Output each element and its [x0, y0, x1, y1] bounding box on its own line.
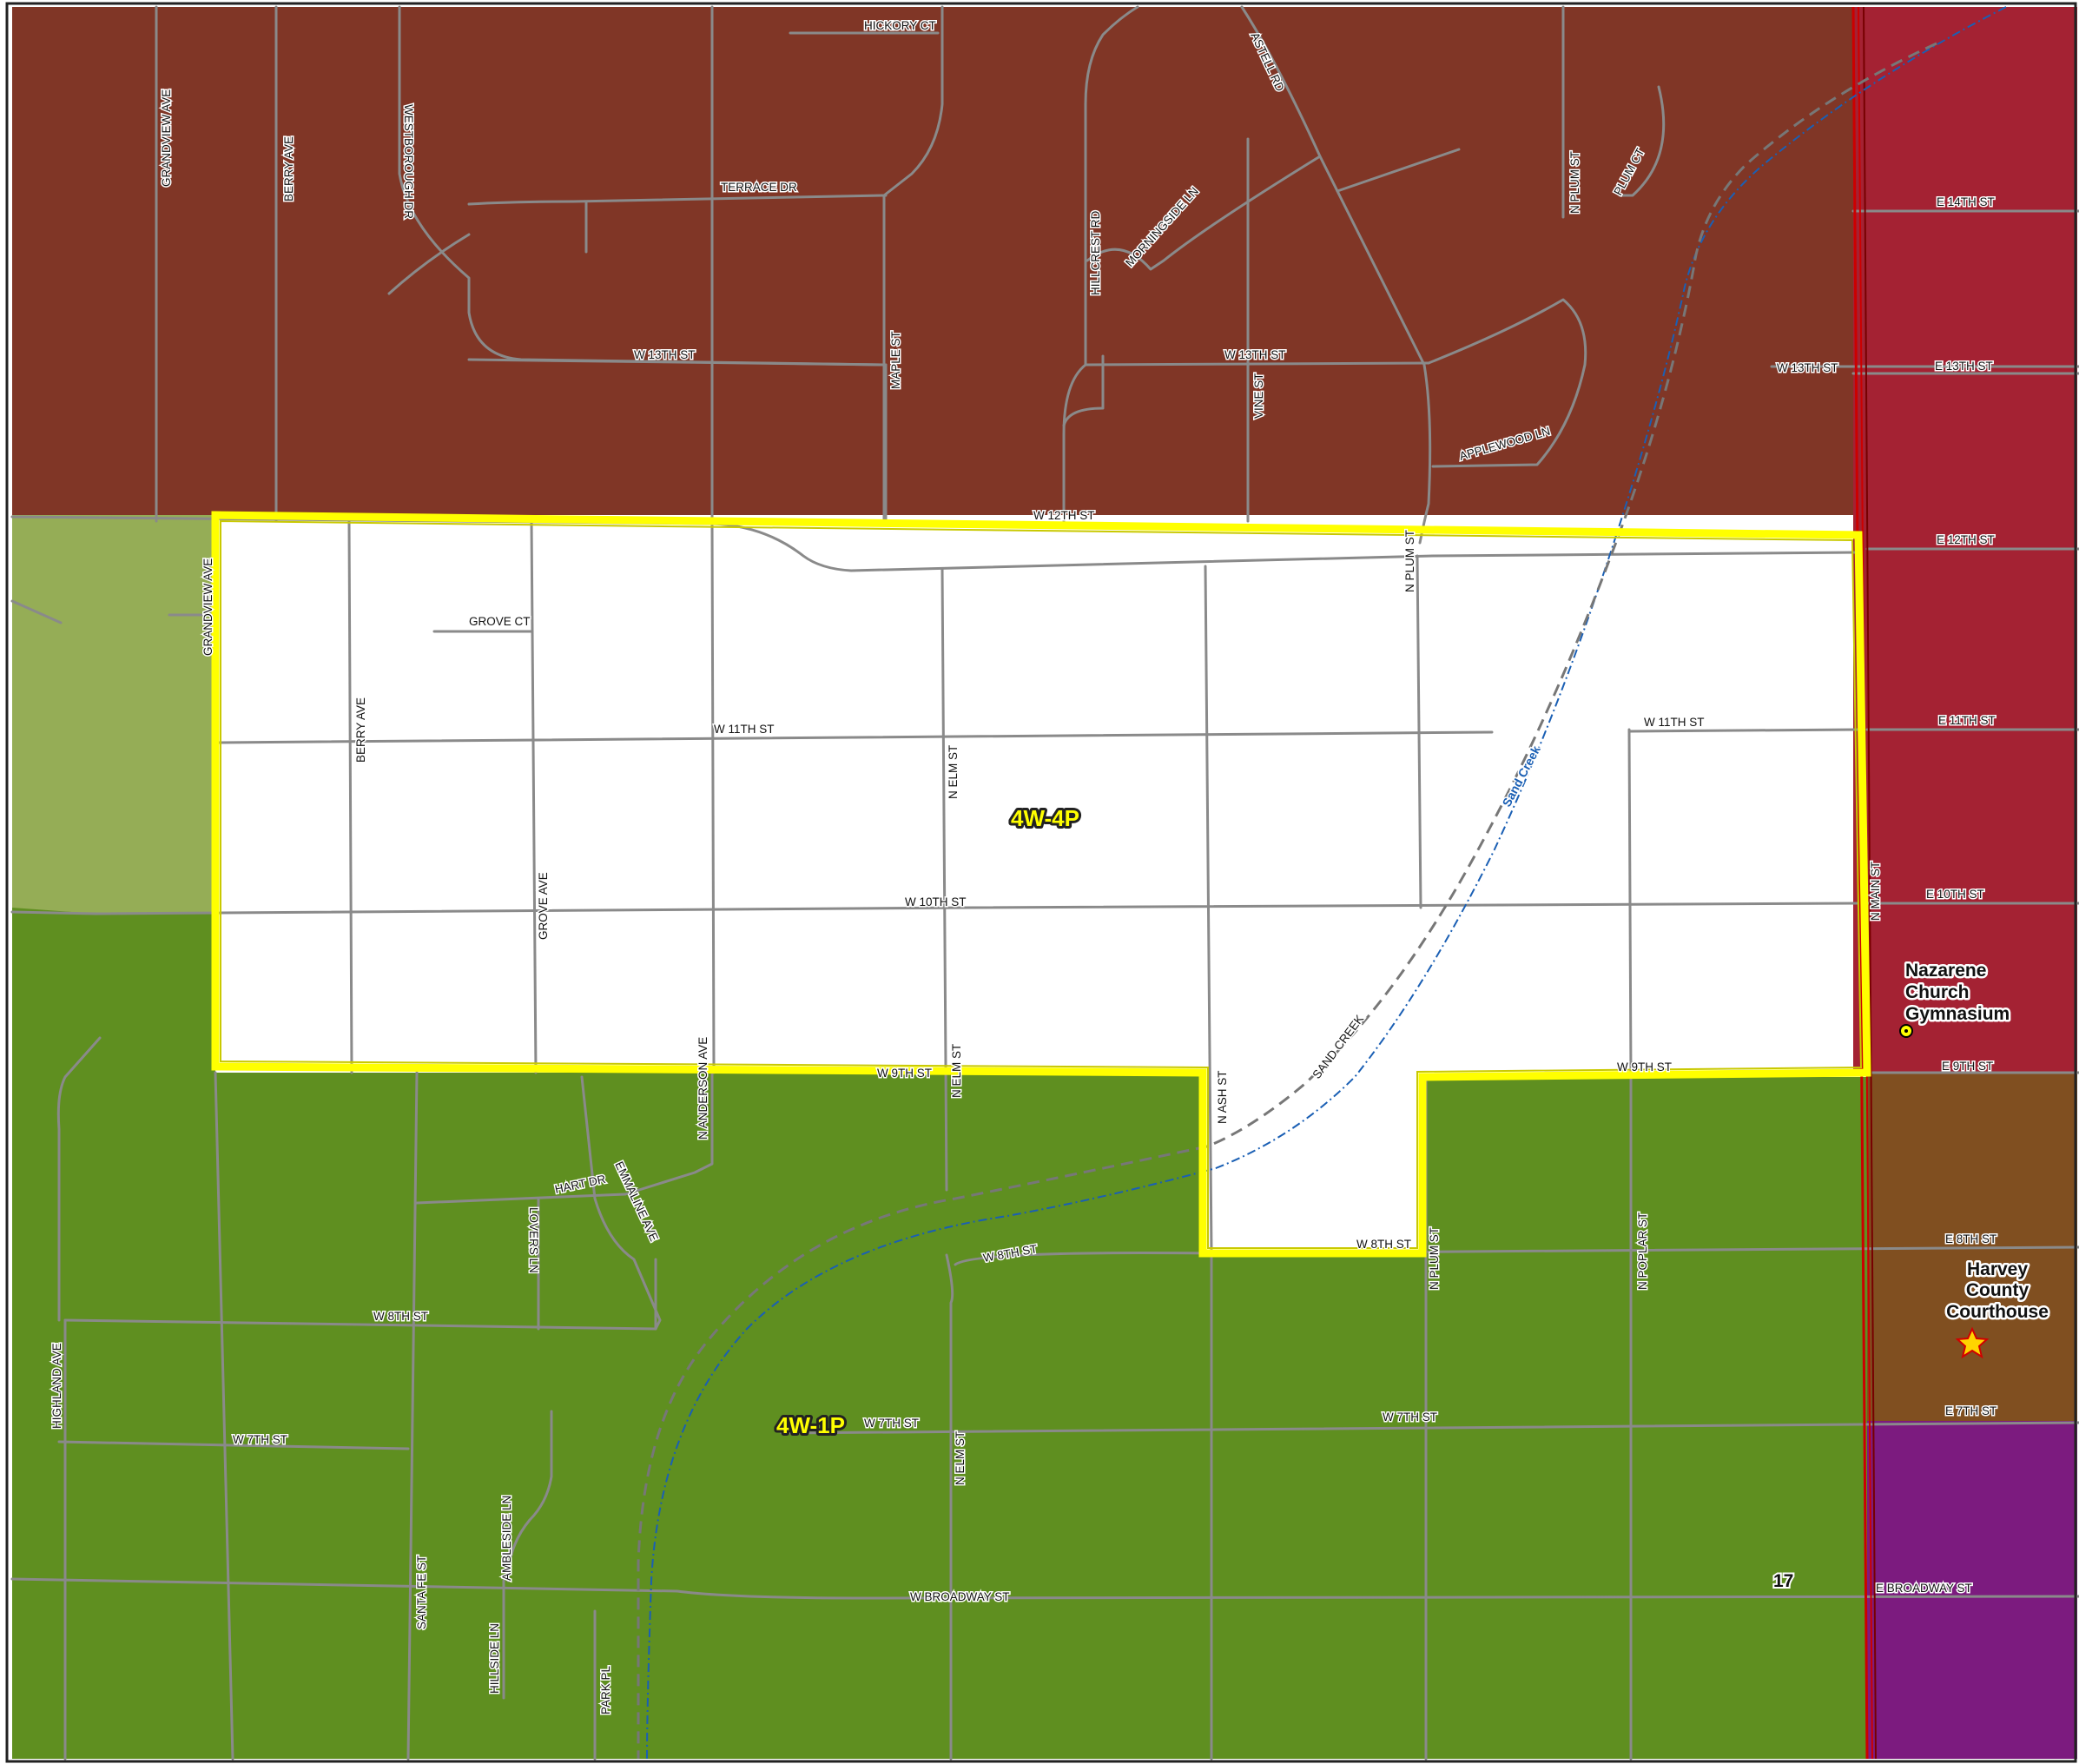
label-ambleside-ln: AMBLESIDE LN	[500, 1496, 513, 1581]
label-berry-ave: BERRY AVE	[354, 697, 367, 763]
label-w-7th-st-a: W 7TH ST	[233, 1433, 287, 1446]
label-w-7th-st-c: W 7TH ST	[1383, 1411, 1437, 1424]
sand-creek	[637, 6, 2007, 1760]
poi-courthouse-label-line3: Courthouse	[1946, 1302, 2049, 1322]
label-grandview-ave: GRANDVIEW AVE	[201, 558, 214, 656]
zone-east-purple	[1867, 1421, 2077, 1759]
poi-nazarene-church[interactable]: Nazarene Church Gymnasium	[1899, 959, 2012, 1038]
label-n-elm-st-a: N ELM ST	[947, 745, 960, 799]
label-highland-ave: HIGHLAND AVE	[50, 1343, 63, 1429]
label-grove-ave: GROVE AVE	[537, 872, 550, 940]
label-n-ash-st: N ASH ST	[1216, 1070, 1229, 1124]
label-e-10th-st: E 10TH ST	[1926, 888, 1984, 901]
label-n-main-st: N MAIN ST	[1869, 862, 1882, 921]
zone-east-red	[1853, 7, 2077, 1074]
label-w-8th-st-a: W 8TH ST	[1356, 1238, 1411, 1251]
label-e-14th-st: E 14TH ST	[1937, 195, 1995, 208]
label-e-12th-st: E 12TH ST	[1937, 533, 1995, 546]
precinct-label-4w-1p: 4W-1P	[776, 1412, 845, 1438]
label-n-plum-st-12: N PLUM ST	[1403, 530, 1416, 592]
label-hickory-ct: HICKORY CT	[864, 19, 936, 32]
label-grandview-ave-n: GRANDVIEW AVE	[160, 89, 173, 187]
section-number: 17	[1773, 1571, 1793, 1591]
label-n-plum-st-north: N PLUM ST	[1568, 151, 1581, 214]
label-santa-fe-st: SANTA FE ST	[415, 1556, 428, 1629]
poi-church-label-line3: Gymnasium	[1905, 1004, 2010, 1024]
label-n-poplar-st: N POPLAR ST	[1636, 1212, 1649, 1290]
label-w-12th-st: W 12TH ST	[1033, 509, 1095, 522]
circle-dot-icon	[1899, 1024, 1913, 1038]
label-park-pl: PARK PL	[599, 1665, 612, 1714]
poi-courthouse-label-line2: County	[1966, 1280, 2030, 1300]
star-icon	[1955, 1326, 1990, 1359]
precinct-boundary-4w-4p	[211, 511, 1871, 1258]
poi-church-label-line2: Church	[1905, 982, 1970, 1002]
label-e-11th-st: E 11TH ST	[1938, 714, 1996, 727]
label-vine-st: VINE ST	[1252, 373, 1265, 419]
zone-northwest-light	[12, 515, 215, 914]
label-w-11th-st-a: W 11TH ST	[714, 723, 775, 736]
precinct-label-4w-4p: 4W-4P	[1011, 805, 1079, 831]
label-w-13th-st-a: W 13TH ST	[634, 348, 696, 361]
label-n-elm-st-b: N ELM ST	[950, 1044, 963, 1098]
label-w-9th-st-b: W 9TH ST	[1617, 1060, 1672, 1074]
label-lovers-ln: LOVERS LN	[527, 1207, 540, 1273]
label-hillside-ln: HILLSIDE LN	[488, 1623, 501, 1694]
zone-north	[12, 7, 1853, 515]
poi-courthouse-label-line1: Harvey	[1967, 1259, 2028, 1279]
label-w-9th-st-a: W 9TH ST	[877, 1067, 932, 1080]
poi-church-label-line1: Nazarene	[1905, 961, 1986, 981]
map-frame	[5, 2, 2077, 1763]
label-w-13th-st-b: W 13TH ST	[1224, 348, 1286, 361]
label-hillcrest-rd: HILLCREST RD	[1089, 210, 1102, 295]
label-n-plum-st-south: N PLUM ST	[1428, 1227, 1441, 1290]
label-w-broadway-st: W BROADWAY ST	[910, 1590, 1010, 1603]
label-n-elm-st-c: N ELM ST	[954, 1431, 967, 1485]
label-w-8th-st-c: W 8TH ST	[373, 1310, 428, 1323]
label-grove-ct: GROVE CT	[469, 615, 531, 628]
label-e-7th-st: E 7TH ST	[1945, 1404, 1996, 1417]
label-e-8th-st: E 8TH ST	[1945, 1232, 1996, 1245]
label-terrace-dr: TERRACE DR	[721, 181, 797, 194]
label-n-anderson-ave: N ANDERSON AVE	[696, 1037, 710, 1140]
road-network	[10, 5, 2079, 1761]
label-w-10th-st: W 10TH ST	[905, 895, 967, 908]
label-w-13th-st-c: W 13TH ST	[1777, 361, 1838, 374]
zone-south	[12, 908, 1867, 1759]
label-westborough-dr: WESTBOROUGH DR	[402, 104, 415, 219]
label-e-13th-st: E 13TH ST	[1935, 360, 1993, 373]
label-berry-ave-n: BERRY AVE	[282, 136, 295, 202]
label-e-broadway-st: E BROADWAY ST	[1876, 1582, 1972, 1595]
label-w-7th-st-b: W 7TH ST	[864, 1417, 919, 1430]
poi-harvey-county-courthouse[interactable]: Harvey County Courthouse	[1944, 1258, 2050, 1359]
label-maple-st: MAPLE ST	[889, 331, 902, 389]
label-w-11th-st-b: W 11TH ST	[1644, 716, 1705, 729]
label-e-9th-st: E 9TH ST	[1942, 1060, 1993, 1073]
